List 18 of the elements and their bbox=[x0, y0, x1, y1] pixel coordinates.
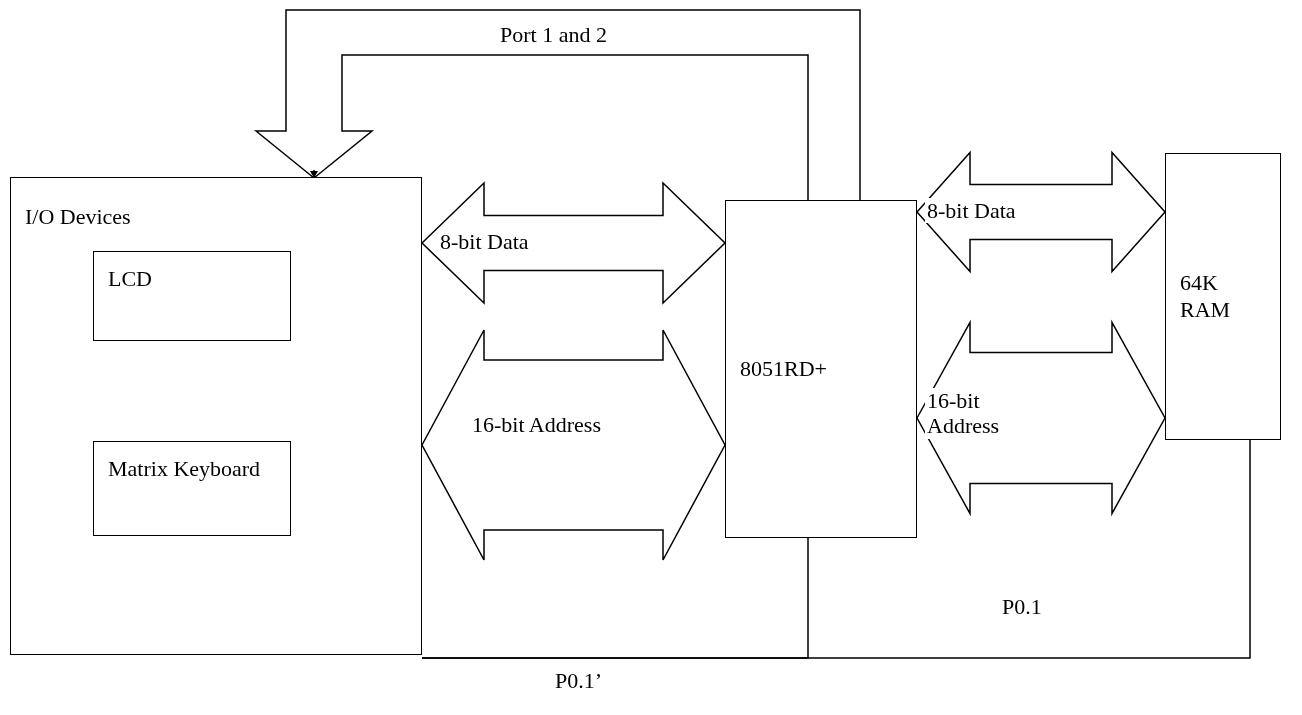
node-label: 64K RAM bbox=[1180, 270, 1232, 323]
block-arrow bbox=[916, 150, 1166, 274]
module-box bbox=[93, 251, 291, 341]
node-label: 8051RD+ bbox=[740, 355, 828, 383]
microcontroller-box bbox=[725, 200, 917, 538]
block-arrow bbox=[916, 319, 1166, 517]
module-box bbox=[93, 441, 291, 536]
memory-box bbox=[1165, 153, 1281, 440]
block-arrow bbox=[253, 9, 861, 201]
block-arrow bbox=[420, 181, 727, 305]
connector-line bbox=[421, 537, 809, 659]
signal-label: P0.1’ bbox=[555, 668, 603, 694]
node-label: I/O Devices bbox=[25, 204, 132, 231]
block-arrow bbox=[421, 329, 726, 561]
edge-label: 8-bit Data bbox=[925, 198, 1018, 224]
node-label: LCD bbox=[108, 266, 153, 293]
device-group-box bbox=[10, 177, 422, 655]
node-label: Matrix Keyboard bbox=[108, 456, 262, 483]
